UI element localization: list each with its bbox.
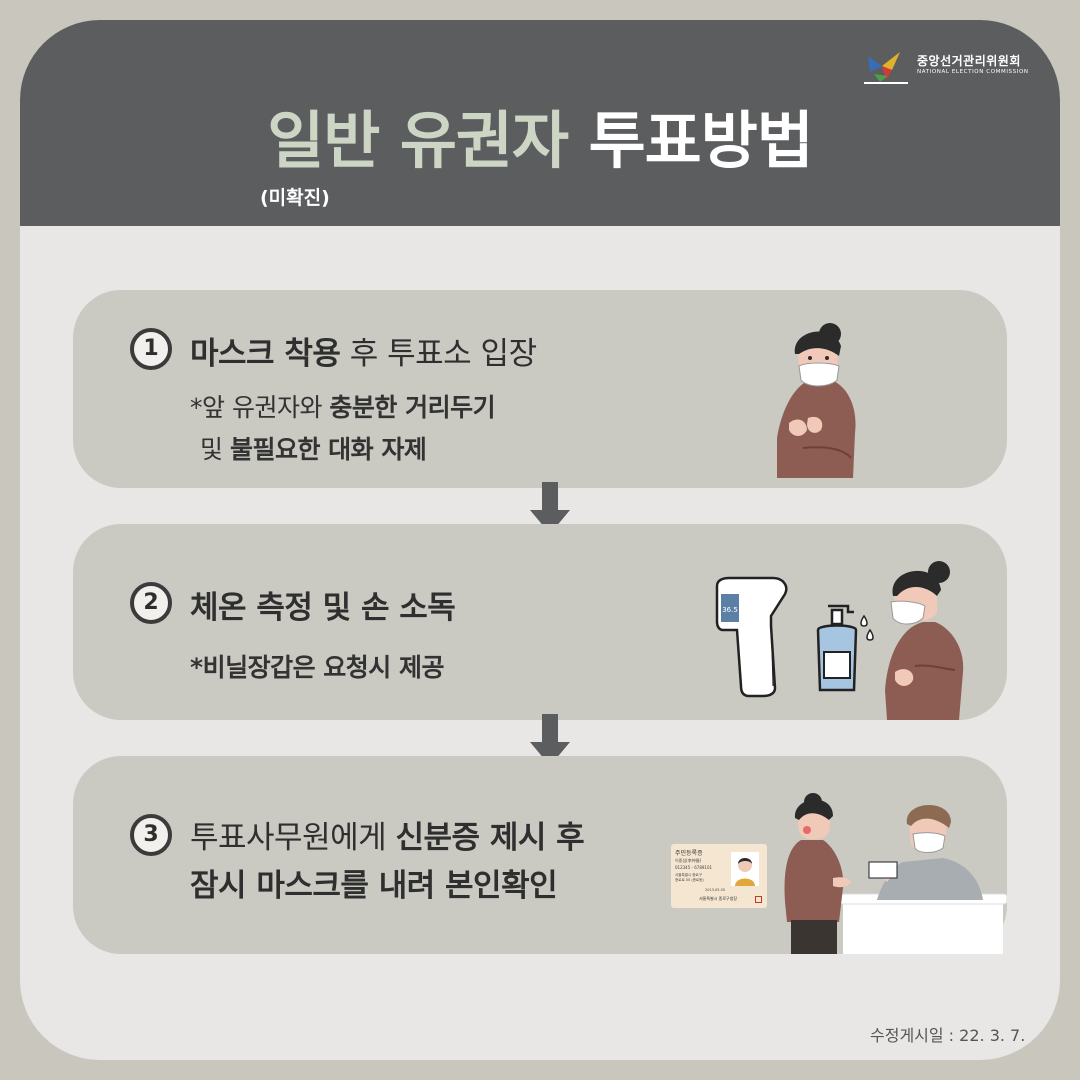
step-3-number: 3	[130, 814, 172, 856]
id-card-address2: 종로로 00 (종로동)	[675, 878, 704, 882]
step-2-panel: 2 체온 측정 및 손 소독 *비닐장갑은 요청시 제공 36.5	[73, 524, 1007, 720]
title-part1: 일반 유권자	[267, 104, 569, 177]
stamp-icon	[755, 896, 762, 903]
step-1-note-line2-b: 불필요한 대화 자제	[229, 435, 427, 464]
step-3-heading-line1-b: 신분증 제시 후	[395, 820, 585, 856]
masked-woman-2-illustration	[885, 561, 964, 720]
footer-revision-date: 수정게시일 : 22. 3. 7.	[870, 1026, 1026, 1045]
step-1-note-line2: 및 불필요한 대화 자제	[200, 430, 427, 466]
masked-woman-illustration	[777, 323, 856, 478]
title-subtitle: (미확진)	[260, 187, 330, 209]
logo-name-en: NATIONAL ELECTION COMMISSION	[917, 69, 1029, 75]
step-3-heading-line1: 투표사무원에게 신분증 제시 후	[190, 812, 585, 857]
logo-name-kr: 중앙선거관리위원회	[917, 54, 1021, 68]
id-card-title: 주민등록증	[675, 850, 703, 857]
step-3-panel: 3 투표사무원에게 신분증 제시 후 잠시 마스크를 내려 본인확인 주민등록증…	[73, 756, 1007, 954]
step-3-heading-line1-a: 투표사무원에게	[190, 820, 396, 856]
step-1-number: 1	[130, 328, 172, 370]
id-card-number: 012345 - 6789101	[675, 865, 713, 870]
step-1-heading: 마스크 착용 후 투표소 입장	[190, 328, 537, 373]
id-card: 주민등록증 이중섭(李仲燮) 012345 - 6789101 서울특별시 종로…	[671, 844, 767, 908]
step-3-heading-line2: 잠시 마스크를 내려 본인확인	[190, 868, 558, 904]
thermometer-icon: 36.5	[715, 576, 788, 698]
id-card-date: 2013.05.05	[705, 888, 726, 892]
id-card-name: 이중섭(李仲燮)	[675, 858, 702, 863]
id-photo-icon	[731, 852, 759, 886]
step-1-note-line2-a: 및	[200, 435, 230, 464]
id-card-issuer: 서울특별시 종로구청장	[699, 896, 738, 901]
hand-sanitizer-icon	[816, 604, 874, 692]
id-card-address1: 서울특별시 종로구	[675, 873, 702, 877]
step-2-number: 2	[130, 582, 172, 624]
down-arrow-icon	[530, 714, 570, 766]
nec-logo-icon	[864, 52, 908, 84]
page-title: 일반 유권자 투표방법	[20, 106, 1060, 176]
step-2-note: *비닐장갑은 요청시 제공	[190, 653, 444, 682]
thermometer-reading: 36.5	[722, 606, 738, 614]
step-2-heading: 체온 측정 및 손 소독	[190, 590, 456, 626]
header: 중앙선거관리위원회 NATIONAL ELECTION COMMISSION 일…	[20, 20, 1060, 226]
step-1-note-line1-a: *앞 유권자와	[190, 393, 330, 422]
infographic-card: 중앙선거관리위원회 NATIONAL ELECTION COMMISSION 일…	[20, 20, 1060, 1060]
down-arrow-icon	[530, 482, 570, 534]
title-part2: 투표방법	[588, 104, 814, 177]
step-1-note-line1-b: 충분한 거리두기	[329, 393, 496, 422]
step-1-heading-rest: 후 투표소 입장	[340, 336, 537, 372]
step-1-panel: 1 마스크 착용 후 투표소 입장 *앞 유권자와 충분한 거리두기 및 불필요…	[73, 290, 1007, 488]
id-check-illustration	[784, 793, 1007, 954]
step-1-heading-bold: 마스크 착용	[190, 336, 341, 372]
step-1-note-line1: *앞 유권자와 충분한 거리두기	[190, 388, 496, 424]
